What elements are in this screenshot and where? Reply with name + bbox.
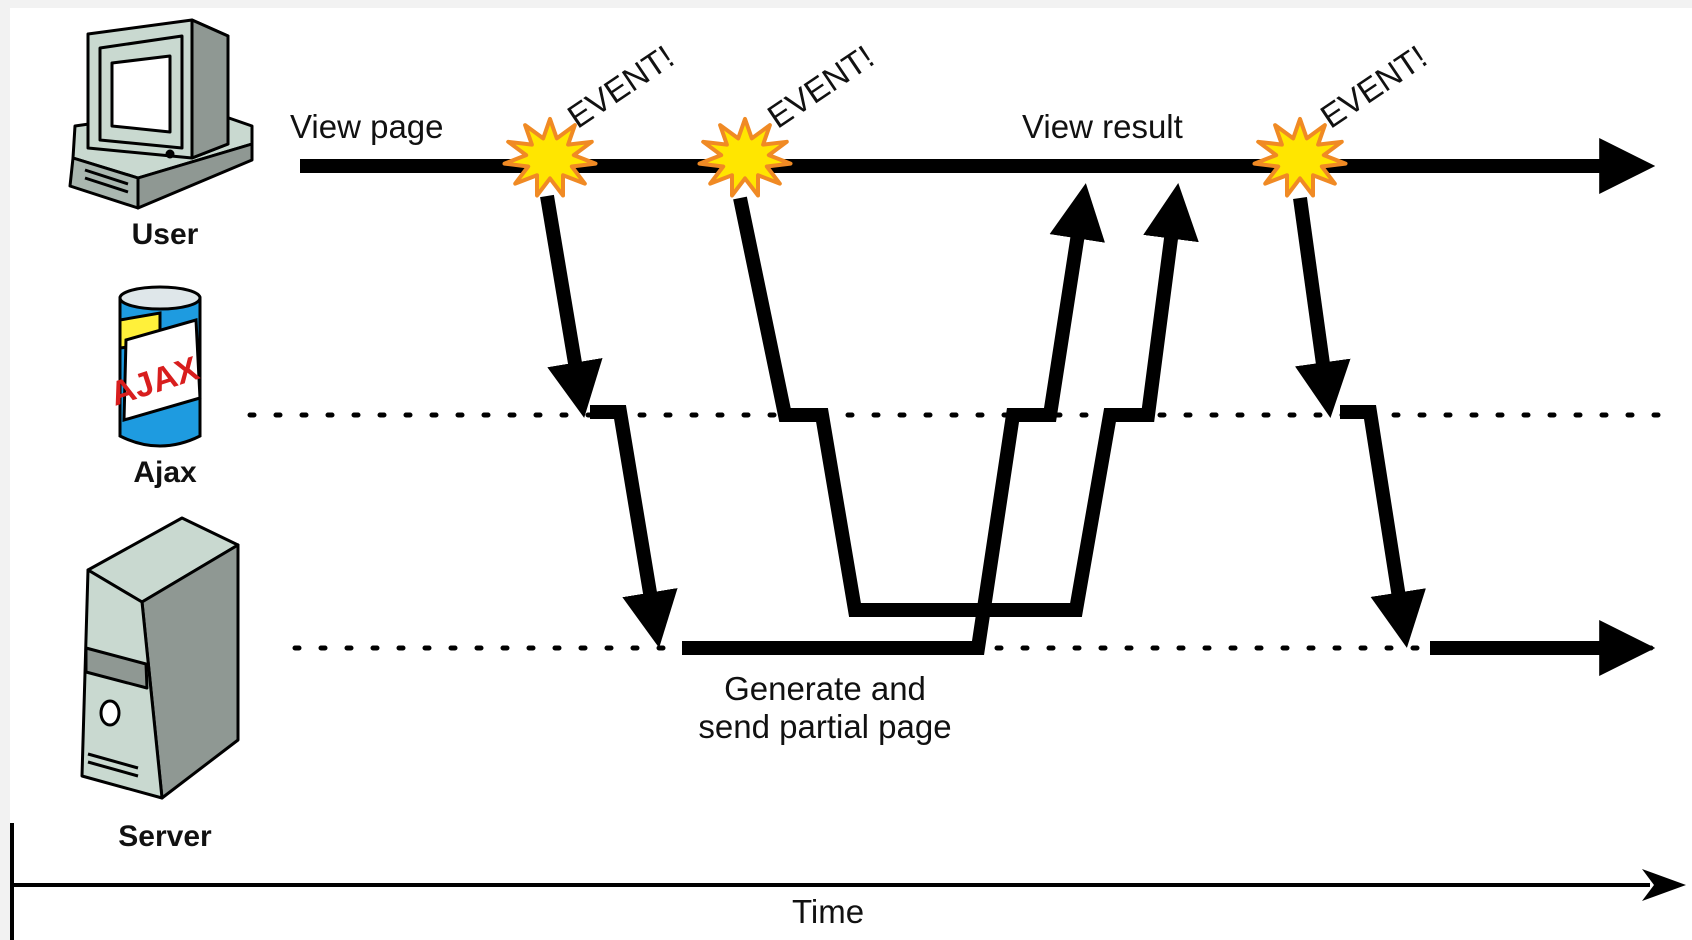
ajax-to-server-arrow-1 (590, 405, 678, 648)
time-axis-arrowhead (1642, 869, 1686, 901)
server-lane-label: Server (118, 820, 212, 853)
ajax-can-icon: AJAX (106, 285, 204, 448)
user-lane-label: User (131, 218, 199, 251)
ajax-timeline-diagram: AJAX (10, 18, 1686, 940)
diagram-stage: AJAX User Ajax Server View page View res… (10, 8, 1692, 940)
generate-line-1: Generate and (724, 670, 926, 707)
event3-to-ajax-arrow (1293, 197, 1351, 418)
event-burst-icon-3 (1252, 116, 1348, 198)
ajax-lane-label: Ajax (133, 456, 197, 489)
server-icon (80, 516, 240, 800)
event1-to-ajax-arrow (540, 194, 603, 418)
generate-partial-page-label: Generate and send partial page (680, 670, 970, 746)
view-page-label: View page (290, 108, 444, 145)
event-burst-icon-1 (502, 116, 598, 198)
generate-line-2: send partial page (698, 708, 952, 745)
event-burst-icon-2 (697, 116, 793, 198)
ajax-to-server-arrow-3 (1340, 405, 1426, 648)
computer-icon (68, 18, 254, 210)
view-result-label: View result (1022, 108, 1183, 145)
event2-round-trip-arrow (733, 183, 1199, 617)
time-axis-label: Time (792, 893, 865, 930)
server-response-arrow-1 (682, 183, 1105, 655)
